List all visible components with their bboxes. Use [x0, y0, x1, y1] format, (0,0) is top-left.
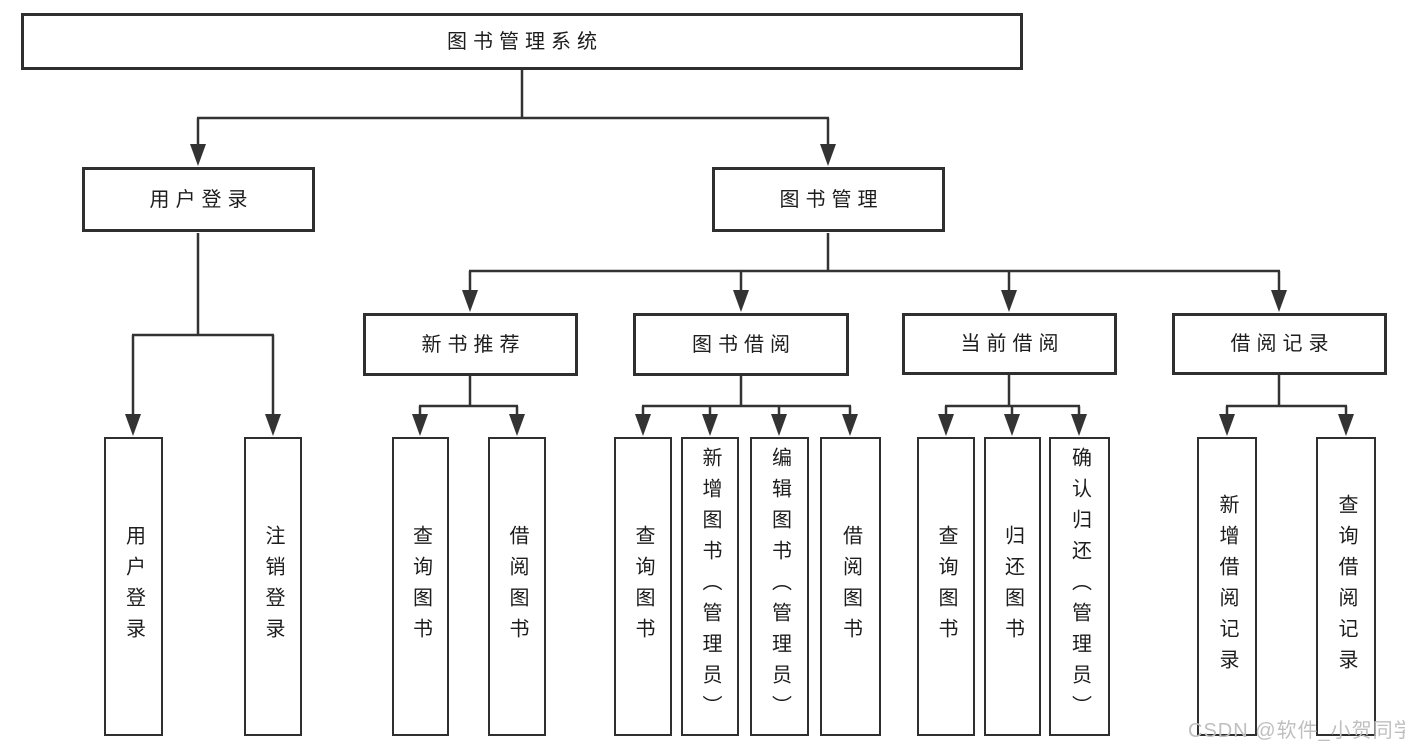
leaf-borrowing-query-books: 查询图书 [614, 437, 672, 736]
leaf-borrowing-borrow-books: 借阅图书 [820, 437, 881, 736]
leaf-records-add-record: 新增借阅记录 [1197, 437, 1257, 736]
leaf-borrowing-borrow-books-label: 借阅图书 [839, 524, 862, 649]
node-book-management: 图书管理 [712, 167, 945, 232]
leaf-current-confirm-return-admin-label: 确认归还（管理员） [1068, 447, 1091, 726]
leaf-newbooks-query-books-label: 查询图书 [409, 524, 432, 649]
node-current-borrowing: 当前借阅 [902, 313, 1117, 375]
leaf-records-add-record-label: 新增借阅记录 [1216, 493, 1238, 680]
leaf-borrowing-edit-books-admin: 编辑图书（管理员） [750, 437, 809, 736]
leaf-current-return-books: 归还图书 [984, 437, 1041, 736]
leaf-newbooks-borrow-books: 借阅图书 [488, 437, 546, 736]
node-user-login: 用户登录 [82, 167, 315, 232]
node-borrow-records-label: 借阅记录 [1230, 333, 1335, 355]
node-user-login-label: 用户登录 [149, 188, 254, 211]
node-library-system: 图书管理系统 [21, 13, 1023, 70]
leaf-logout: 注销登录 [244, 437, 302, 736]
leaf-current-return-books-label: 归还图书 [1001, 524, 1024, 649]
leaf-user-login: 用户登录 [104, 437, 163, 736]
node-current-borrowing-label: 当前借阅 [960, 333, 1065, 355]
leaf-newbooks-query-books: 查询图书 [392, 437, 449, 736]
leaf-borrowing-add-books-admin-label: 新增图书（管理员） [699, 447, 721, 726]
node-book-borrowing-label: 图书借阅 [692, 333, 796, 356]
leaf-current-confirm-return-admin: 确认归还（管理员） [1049, 437, 1110, 736]
node-library-system-label: 图书管理系统 [447, 30, 603, 53]
leaf-logout-label: 注销登录 [262, 524, 284, 649]
leaf-borrowing-add-books-admin: 新增图书（管理员） [681, 437, 739, 736]
node-book-management-label: 图书管理 [779, 188, 884, 211]
leaf-newbooks-borrow-books-label: 借阅图书 [506, 524, 528, 649]
leaf-current-query-books: 查询图书 [917, 437, 975, 736]
leaf-borrowing-edit-books-admin-label: 编辑图书（管理员） [768, 447, 791, 726]
node-borrow-records: 借阅记录 [1172, 313, 1387, 375]
leaf-records-query-record: 查询借阅记录 [1316, 437, 1376, 736]
node-new-book-recommend: 新书推荐 [363, 313, 578, 376]
node-book-borrowing: 图书借阅 [633, 313, 849, 376]
node-new-book-recommend-label: 新书推荐 [421, 333, 526, 356]
leaf-records-query-record-label: 查询借阅记录 [1335, 493, 1357, 680]
leaf-user-login-label: 用户登录 [122, 524, 145, 649]
leaf-borrowing-query-books-label: 查询图书 [632, 524, 654, 649]
csdn-watermark: CSDN @软件_小贺同学 [1188, 720, 1405, 742]
leaf-current-query-books-label: 查询图书 [935, 524, 957, 649]
